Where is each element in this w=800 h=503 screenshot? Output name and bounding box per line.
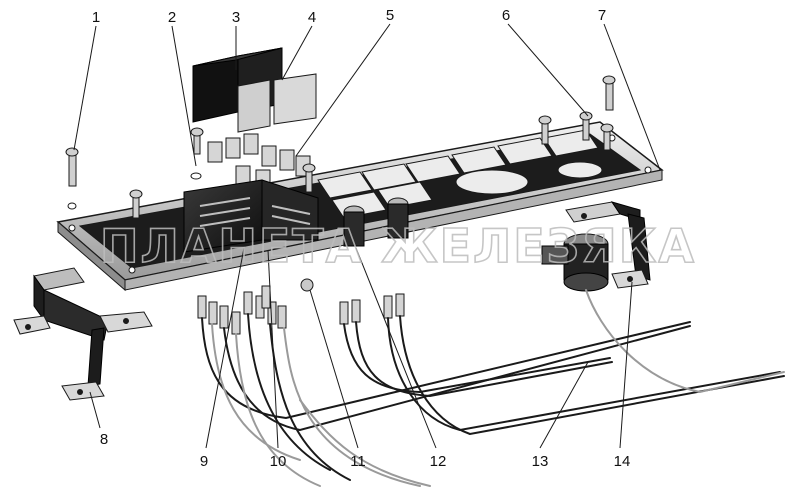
callout-4: 4 <box>308 9 316 26</box>
connector-block <box>183 179 319 253</box>
callout-11: 11 <box>350 453 366 470</box>
callout-labels: 1 2 3 4 5 6 7 8 9 10 11 12 13 14 <box>92 7 631 470</box>
wiring-harness <box>201 289 785 487</box>
callout-1: 1 <box>92 9 100 26</box>
callout-14: 14 <box>614 453 631 470</box>
callout-12: 12 <box>430 453 447 470</box>
callout-6: 6 <box>502 7 510 24</box>
relay-block <box>192 47 317 133</box>
screws <box>65 75 616 219</box>
watermark-text: ПЛАНЕТА ЖЕЛЕЗЯКА <box>100 219 696 273</box>
right-bracket <box>565 201 651 289</box>
left-bracket <box>13 267 153 401</box>
leader-lines <box>73 23 661 449</box>
callout-9: 9 <box>200 453 208 470</box>
callout-5: 5 <box>386 7 394 24</box>
callout-2: 2 <box>168 9 176 26</box>
callout-7: 7 <box>598 7 606 24</box>
callout-8: 8 <box>100 431 108 448</box>
callout-10: 10 <box>270 453 287 470</box>
round-sockets <box>300 197 409 292</box>
circular-connector <box>541 233 609 292</box>
callout-3: 3 <box>232 9 240 26</box>
callout-13: 13 <box>532 453 549 470</box>
